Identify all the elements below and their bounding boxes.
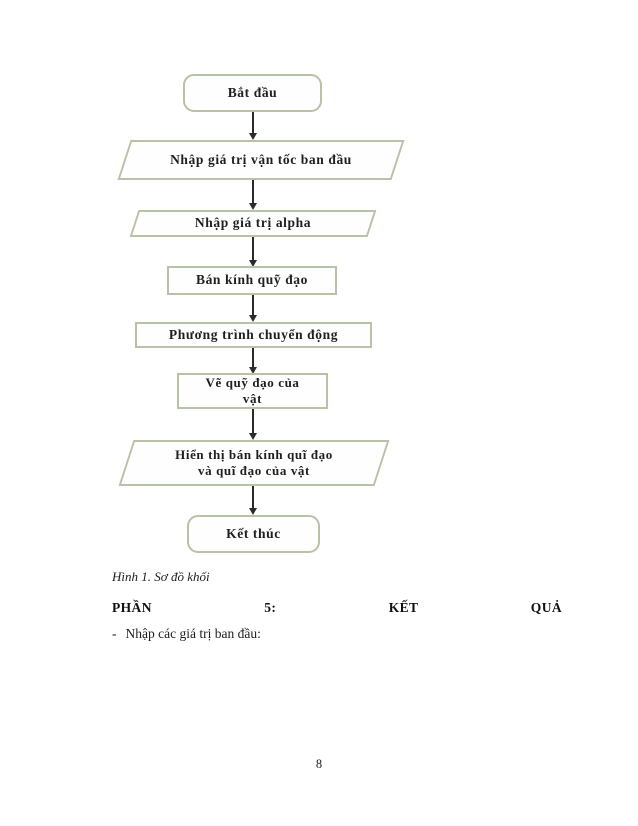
page-number: 8: [315, 757, 323, 771]
flowchart-node-display-result: Hiển thị bán kính quĩ đạo và quĩ đạo của…: [126, 440, 382, 486]
bullet-dash: -: [112, 626, 117, 641]
body-text: Nhập các giá trị ban đầu:: [125, 626, 261, 641]
arrow-down-icon: [249, 295, 257, 322]
arrow-down-icon: [249, 180, 257, 210]
flowchart-node-end: Kết thúc: [187, 515, 320, 553]
flowchart-node-orbit-radius: Bán kính quỹ đạo: [167, 266, 337, 295]
section-heading: PHẦN 5: KẾT QUẢ: [112, 600, 562, 616]
flowchart-node-input-alpha: Nhập giá trị alpha: [134, 210, 372, 237]
arrow-down-icon: [249, 409, 257, 440]
flowchart-node-start: Bắt đầu: [183, 74, 322, 112]
heading-word: PHẦN: [112, 600, 152, 615]
flowchart-node-motion-equation: Phương trình chuyển động: [135, 322, 372, 348]
arrow-down-icon: [249, 486, 257, 515]
arrow-down-icon: [249, 348, 257, 374]
arrow-down-icon: [249, 237, 257, 267]
heading-word: KẾT: [388, 600, 419, 615]
flowchart-node-draw-orbit: Vẽ quỹ đạo của vật: [177, 373, 328, 409]
body-bullet-line: - Nhập các giá trị ban đầu:: [112, 626, 261, 642]
figure-caption: Hình 1. Sơ đồ khối: [112, 569, 210, 584]
flowchart-node-input-velocity: Nhập giá trị vận tốc ban đầu: [124, 140, 398, 180]
heading-word: 5:: [264, 600, 277, 615]
arrow-down-icon: [249, 112, 257, 140]
heading-word: QUẢ: [530, 600, 562, 615]
